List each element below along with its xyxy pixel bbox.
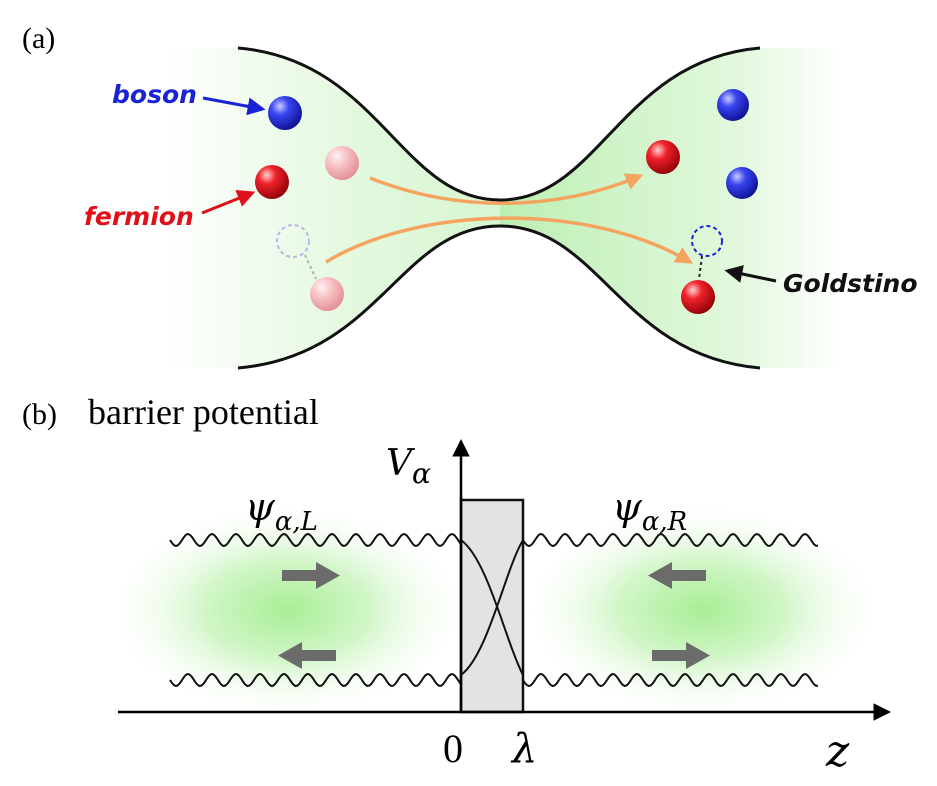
trap-fill-right	[500, 48, 840, 368]
z-axis-label: z	[825, 726, 850, 777]
left-cloud	[102, 500, 472, 720]
goldstino-hole	[691, 225, 723, 257]
v-alpha-label: Vα	[386, 443, 431, 490]
goldstino-pointer-arrow	[724, 265, 777, 283]
fermion-pointer-arrow	[201, 189, 256, 215]
flow-arrow-lower	[325, 216, 694, 264]
fermion-particle	[681, 280, 715, 314]
psi-right-label: ψα,R	[612, 485, 687, 537]
tunneling-curve-decaying	[460, 539, 524, 676]
wave-right-bottom	[522, 672, 818, 688]
panel-a-label: (a)	[22, 22, 55, 55]
panel-b-label: (b)	[22, 398, 57, 431]
panel-a: (a) boson fermion Goldstino	[22, 22, 918, 370]
barrier-rect	[459, 498, 525, 714]
trap-lower-boundary	[237, 224, 761, 370]
gray-arrow-right	[652, 642, 710, 669]
trap-upper-boundary	[237, 46, 761, 202]
fermion-particle	[646, 140, 680, 174]
gray-arrow-left	[278, 642, 336, 669]
wave-left-top	[169, 532, 462, 548]
goldstino-label: Goldstino	[783, 269, 918, 298]
boson-pointer-arrow	[202, 96, 266, 116]
tick-lambda: λ	[510, 726, 537, 772]
fermion-particle	[255, 165, 289, 199]
panel-b: (b) barrier potential	[22, 392, 891, 777]
flow-arrow-upper	[369, 173, 644, 206]
gray-arrow-left	[648, 562, 706, 589]
boson-particle	[726, 167, 758, 199]
boson-particle	[268, 96, 302, 130]
goldstino-bond-faded	[304, 254, 317, 280]
psi-left-label: ψα,L	[245, 485, 318, 537]
right-cloud	[517, 500, 887, 720]
boson-particle	[717, 89, 749, 121]
tick-zero: 0	[443, 726, 463, 771]
fermion-faded-particle	[325, 146, 359, 180]
fermion-faded-particle	[310, 277, 344, 311]
boson-label: boson	[112, 80, 197, 109]
goldstino-hole-faded	[276, 224, 310, 258]
fermion-label: fermion	[84, 202, 194, 231]
panel-b-title: barrier potential	[88, 392, 319, 432]
wave-left-bottom	[169, 672, 462, 688]
goldstino-bond	[698, 255, 703, 280]
wave-right-top	[522, 532, 818, 548]
tunneling-curve-growing	[460, 539, 524, 676]
gray-arrow-right	[282, 562, 340, 589]
